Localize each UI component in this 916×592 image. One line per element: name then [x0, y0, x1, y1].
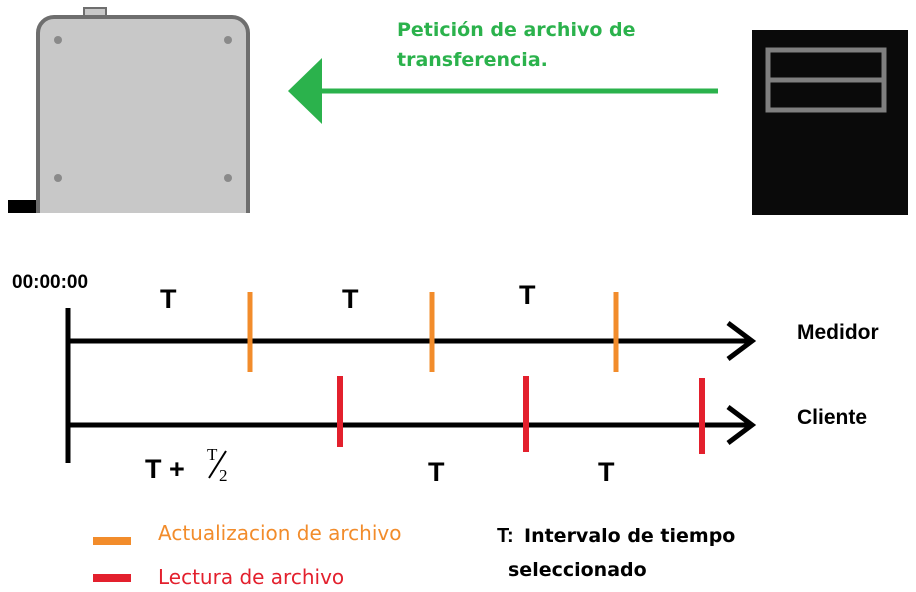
- meter-screw: [224, 36, 232, 44]
- meter-screw: [54, 36, 62, 44]
- request-caption-line2: transferencia.: [397, 49, 548, 71]
- server-drive: [765, 77, 887, 113]
- interval-label: T: [598, 457, 615, 487]
- legend-interval-text-line1: Intervalo de tiempo: [524, 525, 735, 547]
- request-arrow: [288, 58, 718, 124]
- meter-update-ticks: [247, 292, 619, 372]
- interval-label: T: [160, 284, 177, 314]
- request-caption: Petición de archivo de transferencia.: [397, 15, 636, 75]
- interval-label: T: [519, 280, 536, 310]
- client-read-ticks: [337, 376, 705, 454]
- meter-screw: [224, 174, 232, 182]
- request-caption-line1: Petición de archivo de: [397, 19, 636, 41]
- header-mask: [0, 213, 916, 253]
- meter-screw: [54, 174, 62, 182]
- legend-interval-text-line2: seleccionado: [508, 559, 647, 581]
- client-label: Cliente: [797, 406, 867, 429]
- half-offset-label: T + T 2: [145, 445, 228, 485]
- request-arrow-head: [288, 58, 322, 124]
- start-time-label: 00:00:00: [12, 272, 88, 293]
- half-fraction-slash: [208, 450, 227, 479]
- meter-label: Medidor: [797, 321, 879, 344]
- half-offset-prefix: T +: [145, 454, 185, 484]
- meter-cable: [8, 200, 36, 214]
- interval-label: T: [342, 284, 359, 314]
- client-timeline-arrowhead: [726, 405, 757, 445]
- interval-label: T: [428, 457, 445, 487]
- meter-body: [36, 15, 250, 239]
- meter-timeline-arrowhead: [726, 321, 757, 361]
- legend-interval-key: T:: [497, 525, 514, 547]
- server-icon: [752, 30, 908, 215]
- half-fraction-denominator: 2: [219, 466, 228, 485]
- half-fraction-numerator: T: [207, 445, 218, 464]
- meter-icon: [8, 7, 250, 239]
- legend-read-label: Lectura de archivo: [158, 565, 344, 589]
- legend-update-label: Actualizacion de archivo: [158, 521, 402, 545]
